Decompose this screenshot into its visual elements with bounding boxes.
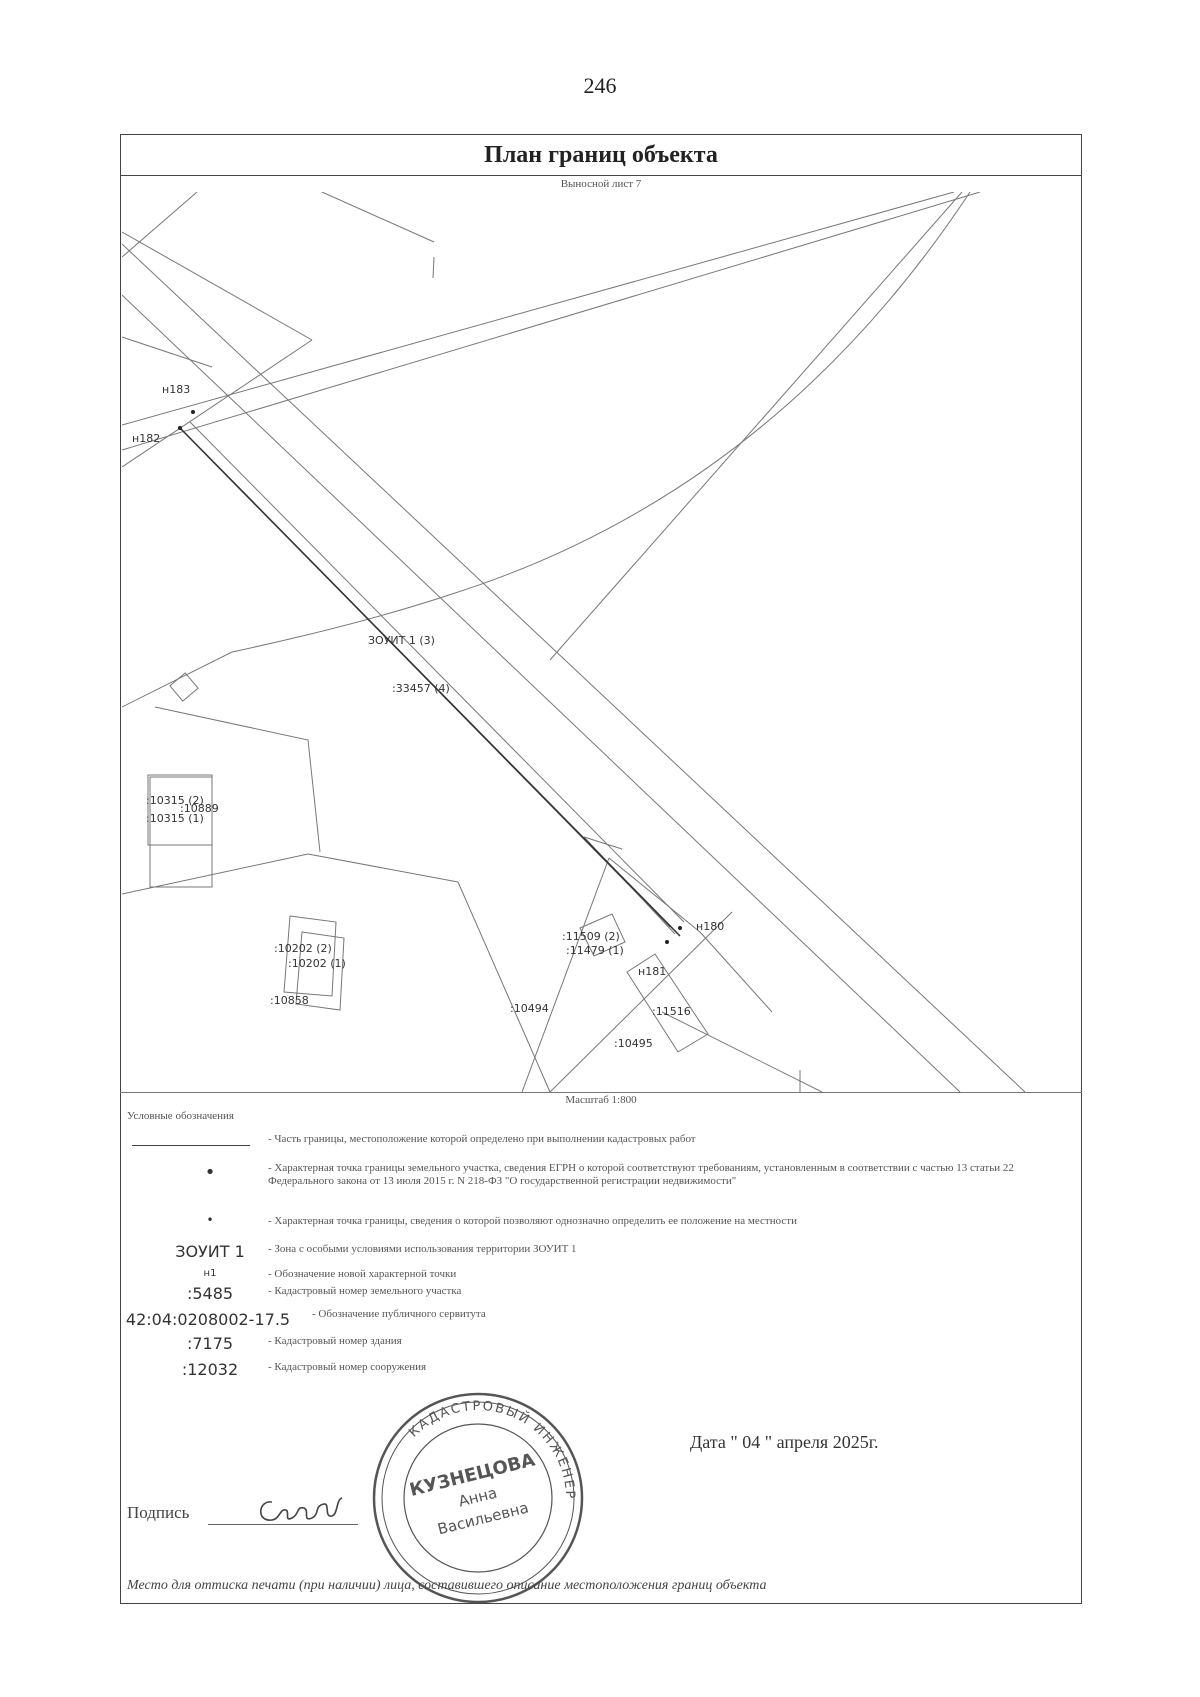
map-label-n181: н181 bbox=[638, 965, 666, 978]
map-label-10495: :10495 bbox=[614, 1037, 653, 1050]
map-label-zone: ЗОУИТ 1 (3) bbox=[368, 634, 435, 647]
map-label-10494: :10494 bbox=[510, 1002, 549, 1015]
signature-scribble bbox=[259, 1497, 343, 1521]
signature-label: Подпись bbox=[127, 1503, 190, 1522]
map-label-n182: н182 bbox=[132, 432, 160, 445]
legend-text: - Кадастровый номер земельного участка bbox=[268, 1285, 462, 1297]
legend-text: - Характерная точка границы, сведения о … bbox=[268, 1215, 797, 1227]
legend-text: - Кадастровый номер здания bbox=[268, 1335, 402, 1347]
sheet-label: Выносной лист 7 bbox=[560, 178, 642, 190]
legend-text: - Зона с особыми условиями использования… bbox=[268, 1243, 577, 1255]
boundary-map: н183 н182 н180 н181 ЗОУИТ 1 (3) :33457 (… bbox=[122, 192, 1026, 1092]
legend-point-symbol: • bbox=[204, 1162, 216, 1183]
map-label-11479: :11479 (1) bbox=[566, 944, 624, 957]
map-label-n180: н180 bbox=[696, 920, 724, 933]
scale-label: Масштаб 1:800 bbox=[565, 1094, 637, 1106]
map-label-10858: :10858 bbox=[270, 994, 309, 1007]
legend-building-symbol: :7175 bbox=[186, 1334, 234, 1353]
map-bottom-border bbox=[120, 1092, 1082, 1093]
map-label-10315-2: :10315 (2) bbox=[146, 794, 204, 807]
legend-text: - Характерная точка границы земельного у… bbox=[268, 1162, 1014, 1187]
legend-text: - Обозначение публичного сервитута bbox=[312, 1308, 486, 1320]
seal-note: Место для оттиска печати (при наличии) л… bbox=[127, 1578, 767, 1593]
legend-text: - Обозначение новой характерной точки bbox=[268, 1268, 457, 1280]
map-label-parcel-33457: :33457 (4) bbox=[392, 682, 450, 695]
legend-servitude-symbol: 42:04:0208002-17.5 bbox=[125, 1310, 291, 1329]
legend-line-symbol bbox=[120, 1137, 300, 1146]
seal-stamp: КАДАСТРОВЫЙ ИНЖЕНЕР КУЗНЕЦОВА Анна Васил… bbox=[372, 1392, 584, 1604]
legend-structure-symbol: :12032 bbox=[181, 1360, 239, 1379]
map-label-11509: :11509 (2) bbox=[562, 930, 620, 943]
legend-zone-symbol: ЗОУИТ 1 bbox=[175, 1242, 245, 1261]
map-label-10202-1: :10202 (1) bbox=[288, 957, 346, 970]
signature-line bbox=[208, 1524, 358, 1525]
map-label-10889: :10889 bbox=[180, 802, 219, 815]
legend-title: Условные обозначения bbox=[127, 1110, 234, 1122]
map-label-10202-2: :10202 (2) bbox=[274, 942, 332, 955]
page-number: 246 bbox=[583, 73, 617, 98]
map-label-n183: н183 bbox=[162, 383, 190, 396]
legend-parcel-symbol: :5485 bbox=[186, 1284, 234, 1303]
legend-new-point-symbol: н1 bbox=[203, 1268, 217, 1279]
page-title: План границ объекта bbox=[120, 134, 1082, 176]
map-label-11516: :11516 bbox=[652, 1005, 691, 1018]
legend-text: - Часть границы, местоположение которой … bbox=[268, 1133, 696, 1145]
legend-text: - Кадастровый номер сооружения bbox=[268, 1361, 427, 1373]
legend-point-symbol-small: • bbox=[206, 1213, 214, 1227]
document-frame bbox=[120, 134, 1082, 1604]
map-label-10315-1: :10315 (1) bbox=[146, 812, 204, 825]
date-line: Дата " 04 " апреля 2025г. bbox=[690, 1432, 879, 1452]
